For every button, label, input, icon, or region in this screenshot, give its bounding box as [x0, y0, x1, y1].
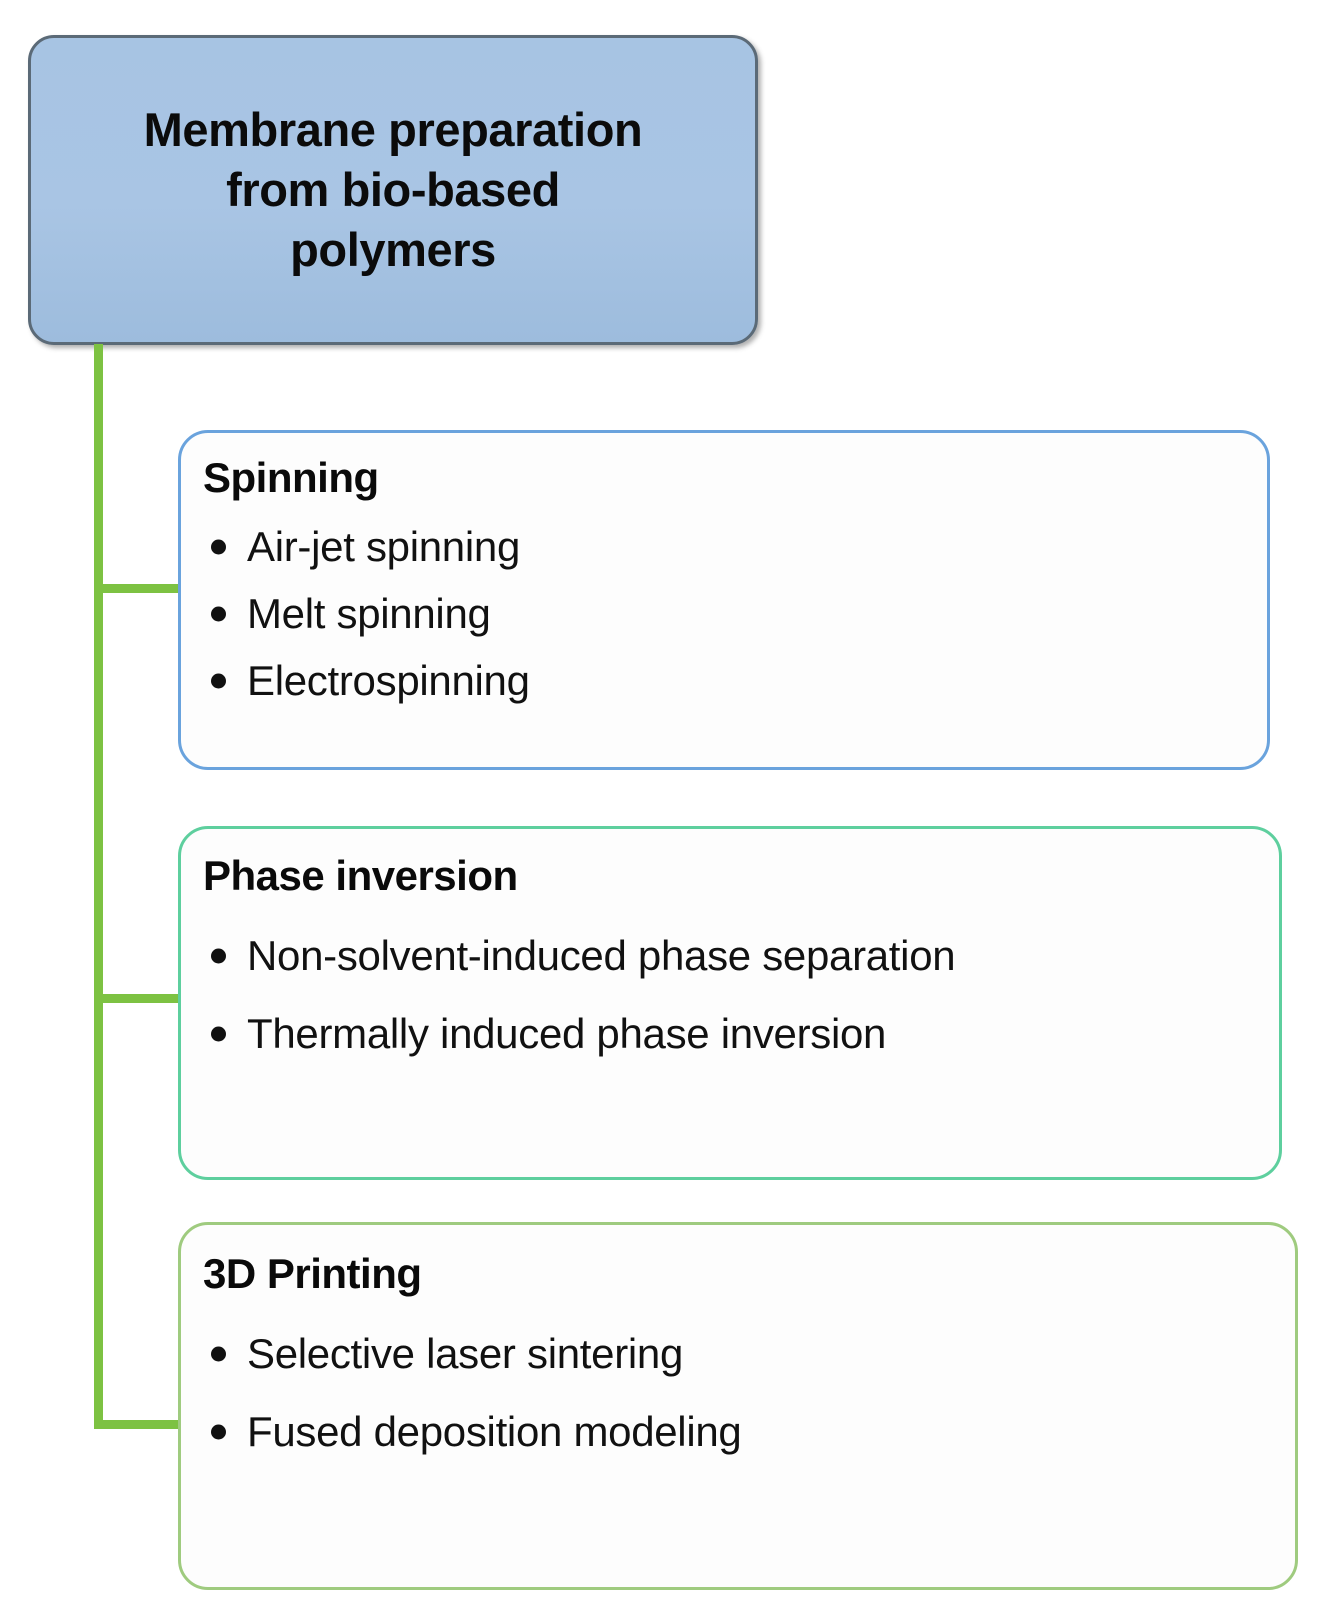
- bullet-icon: [211, 1346, 226, 1362]
- connector-branch-phase-inversion: [94, 994, 182, 1003]
- bullet-icon: [211, 673, 226, 689]
- root-node-title: Membrane preparation from bio-based poly…: [143, 102, 643, 277]
- list-item: Thermally induced phase inversion: [181, 1013, 1279, 1055]
- connector-branch-3d-printing: [94, 1420, 182, 1429]
- root-node-membrane-preparation: Membrane preparation from bio-based poly…: [28, 35, 758, 345]
- category-items-phase-inversion: Non-solvent-induced phase separation The…: [181, 935, 1279, 1055]
- list-item-label: Air-jet spinning: [247, 523, 520, 571]
- list-item-label: Melt spinning: [247, 590, 491, 638]
- bullet-icon: [211, 606, 226, 622]
- connector-branch-spinning: [94, 584, 182, 593]
- list-item: Non-solvent-induced phase separation: [181, 935, 1279, 977]
- bullet-icon: [211, 1424, 226, 1440]
- bullet-icon: [211, 539, 226, 555]
- category-items-spinning: Air-jet spinning Melt spinning Electrosp…: [181, 526, 1267, 702]
- list-item-label: Thermally induced phase inversion: [247, 1010, 887, 1058]
- list-item-label: Fused deposition modeling: [247, 1408, 742, 1456]
- category-title-3d-printing: 3D Printing: [203, 1250, 422, 1297]
- category-node-spinning: Spinning Air-jet spinning Melt spinning …: [178, 430, 1270, 770]
- list-item: Selective laser sintering: [181, 1333, 1295, 1375]
- list-item: Fused deposition modeling: [181, 1411, 1295, 1453]
- category-title-phase-inversion: Phase inversion: [203, 852, 518, 899]
- category-title-spinning: Spinning: [203, 454, 379, 501]
- connector-trunk-vertical: [94, 344, 103, 1429]
- list-item-label: Non-solvent-induced phase separation: [247, 932, 956, 980]
- list-item-label: Electrospinning: [247, 657, 530, 705]
- list-item: Electrospinning: [181, 660, 1267, 702]
- category-node-3d-printing: 3D Printing Selective laser sintering Fu…: [178, 1222, 1298, 1590]
- list-item: Air-jet spinning: [181, 526, 1267, 568]
- list-item-label: Selective laser sintering: [247, 1330, 684, 1378]
- bullet-icon: [211, 948, 226, 964]
- list-item: Melt spinning: [181, 593, 1267, 635]
- bullet-icon: [211, 1026, 226, 1042]
- category-items-3d-printing: Selective laser sintering Fused depositi…: [181, 1333, 1295, 1453]
- category-node-phase-inversion: Phase inversion Non-solvent-induced phas…: [178, 826, 1282, 1180]
